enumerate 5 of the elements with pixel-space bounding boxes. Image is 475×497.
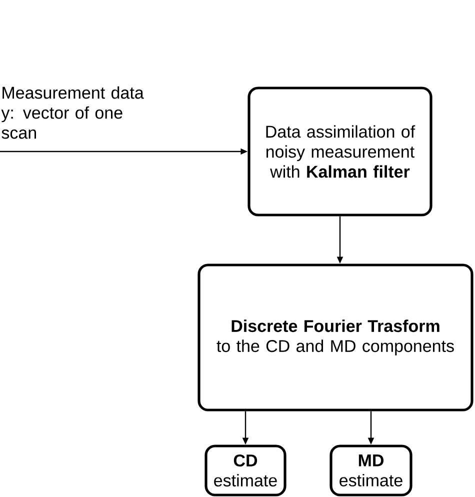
process-box: MD estimate	[330, 444, 412, 496]
process-box: CD estimate	[204, 444, 286, 496]
edge-label: Measurement data y: vector of one scan	[1, 86, 144, 139]
process-box: Discrete Fourier Trasform to the CD and MD components	[198, 264, 474, 412]
process-box: Data assimilation of noisy measurement with Kalman filter	[248, 86, 432, 216]
